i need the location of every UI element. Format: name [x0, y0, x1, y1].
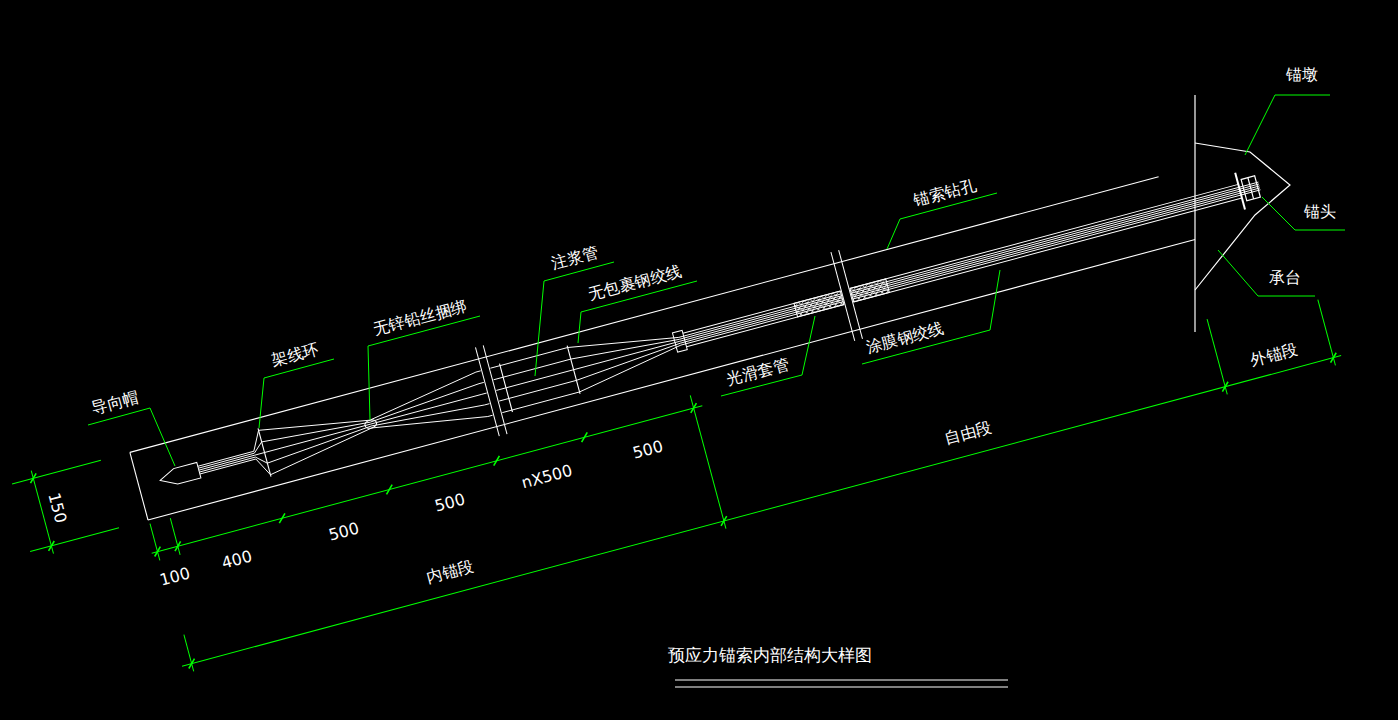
steel-strand [200, 190, 1266, 493]
figure-caption: 预应力锚索内部结构大样图 [668, 645, 872, 665]
dimension-label: 100 [158, 564, 192, 589]
dimension-ticks [187, 353, 1339, 669]
extension-line [30, 528, 119, 552]
extension-line [170, 518, 180, 555]
segment-label: 自由段 [942, 418, 993, 448]
caption-underline [675, 680, 1008, 687]
callout-label: 光滑套管 [725, 355, 791, 389]
leader-line [721, 316, 815, 396]
dimension-label: nX500 [520, 462, 575, 493]
callout-label: 锚墩 [1286, 66, 1318, 84]
spacer-ring [567, 346, 580, 394]
dimension-line [182, 356, 1341, 667]
spacer-ring [258, 428, 271, 476]
anchor-body [9, 132, 1343, 705]
dimension-label: 500 [433, 490, 467, 515]
sleeve-line [850, 184, 1238, 288]
callout-label: 无包裹钢绞线 [586, 262, 683, 304]
dimension-label: 500 [327, 519, 361, 544]
spacer-ring [500, 364, 513, 412]
sleeve [672, 181, 1242, 352]
extension-line [690, 395, 726, 528]
dimension-label: 500 [631, 437, 665, 462]
leader-line [535, 262, 614, 376]
leaders [88, 95, 1345, 466]
extension-line [12, 460, 101, 484]
leader-line [259, 359, 334, 428]
callout-label: 承台 [1269, 269, 1301, 287]
anchor-head [1235, 168, 1262, 209]
borehole-end [130, 452, 148, 520]
borehole-line [148, 239, 1195, 520]
callout-label: 注浆管 [549, 243, 600, 273]
strands [193, 164, 1265, 493]
steel-strand [199, 186, 1260, 470]
extension-line [1207, 319, 1227, 394]
dimensions [10, 135, 1343, 704]
dimension-ticks [153, 403, 699, 556]
sleeve-end [672, 330, 687, 352]
callout-label: 涂膜钢绞线 [864, 319, 946, 357]
underline [675, 680, 1008, 681]
wall-line [1194, 95, 1195, 332]
leader-line [1245, 95, 1330, 155]
leader-line [88, 408, 175, 466]
wire-tie [364, 419, 378, 430]
dimension-label: 150 [44, 491, 69, 525]
underline [675, 687, 1008, 688]
sleeve-hatch [850, 279, 889, 302]
borehole-line [130, 177, 1159, 453]
callout-label: 无锌铅丝捆绑 [371, 297, 468, 339]
rings [258, 346, 580, 477]
callout-label: 锚头 [1304, 203, 1336, 221]
leader-line [1262, 197, 1345, 230]
callout-label: 导向帽 [89, 388, 140, 418]
dimension-label: 400 [220, 547, 254, 572]
anchor-nut [1241, 176, 1260, 201]
sleeve-hatch [794, 291, 844, 317]
steel-strand [196, 175, 1259, 468]
callout-label: 锚索钻孔 [912, 176, 978, 210]
anchor-nut [1248, 178, 1254, 199]
callout-label: 架线环 [269, 340, 320, 370]
dimension-line [152, 406, 703, 554]
anchor-pier [1195, 143, 1290, 290]
break-line [483, 345, 507, 434]
sleeve-line [854, 198, 1242, 302]
guide-cap [158, 462, 201, 488]
break-marks [475, 250, 862, 436]
extension-line [1318, 300, 1336, 366]
leader-line [1218, 250, 1315, 296]
segment-label: 内锚段 [424, 557, 475, 587]
leader-line [862, 270, 1000, 364]
segment-label: 外锚段 [1248, 340, 1299, 370]
extension-line [184, 635, 194, 672]
extension-line [150, 524, 160, 561]
